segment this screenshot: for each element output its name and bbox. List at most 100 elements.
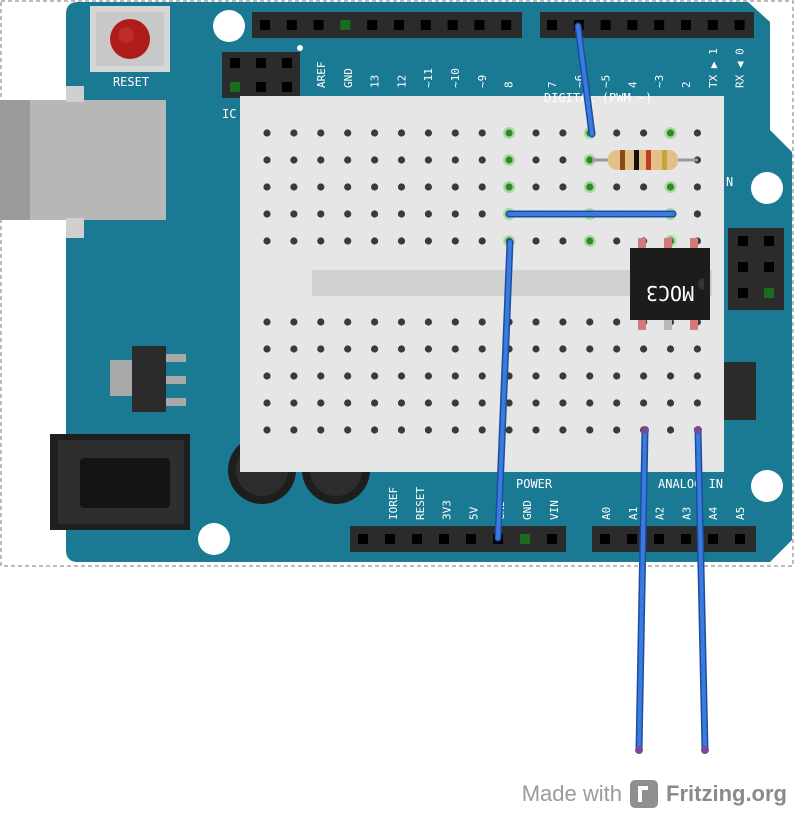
breadboard-hole <box>478 399 486 407</box>
breadboard-hole <box>344 372 352 380</box>
breadboard-hole <box>478 426 486 434</box>
header-pin <box>708 534 718 544</box>
breadboard-hole <box>317 156 325 164</box>
pin-label: 12 <box>395 75 408 88</box>
wire-end <box>635 746 643 754</box>
pin-label: 2 <box>680 81 693 88</box>
breadboard-hole <box>451 372 459 380</box>
breadboard-hole <box>344 237 352 245</box>
breadboard-hole <box>586 318 594 326</box>
usb-connector-shade <box>0 100 30 220</box>
breadboard-hole <box>263 426 271 434</box>
header-pin <box>681 20 691 30</box>
breadboard-hole <box>532 156 540 164</box>
breadboard-hole <box>451 399 459 407</box>
breadboard-hole <box>559 156 567 164</box>
breadboard-hole <box>505 183 513 191</box>
breadboard-hole <box>317 372 325 380</box>
breadboard-hole <box>371 237 379 245</box>
breadboard-hole <box>317 426 325 434</box>
pin-label: ~3 <box>653 75 666 88</box>
mounting-hole <box>751 172 783 204</box>
usb-tab <box>66 218 84 238</box>
breadboard-hole <box>290 237 298 245</box>
pin-label: GND <box>521 500 534 520</box>
breadboard-hole <box>397 372 406 380</box>
breadboard-hole <box>532 426 540 434</box>
reset-label: RESET <box>113 75 149 89</box>
breadboard-hole <box>693 129 702 137</box>
breadboard-hole <box>371 399 379 407</box>
reset-button[interactable] <box>90 6 170 72</box>
header-pin <box>412 534 422 544</box>
breadboard-hole <box>451 156 459 164</box>
breadboard-hole <box>613 318 621 326</box>
breadboard-hole <box>586 237 594 245</box>
breadboard-hole <box>478 318 486 326</box>
breadboard-hole <box>532 183 540 191</box>
breadboard-hole <box>451 210 459 218</box>
breadboard-hole <box>613 129 621 137</box>
breadboard-hole <box>344 183 352 191</box>
header-pin <box>627 20 638 30</box>
breadboard-hole <box>397 399 406 407</box>
breadboard-hole <box>613 426 621 434</box>
breadboard-hole <box>317 210 325 218</box>
breadboard-hole <box>263 372 271 380</box>
breadboard-hole <box>586 345 594 353</box>
header-pin <box>474 20 485 30</box>
breadboard-hole <box>532 372 540 380</box>
side-component <box>718 362 756 420</box>
header-pin <box>340 20 351 30</box>
breadboard-hole <box>290 372 298 380</box>
breadboard-hole <box>559 237 567 245</box>
wire <box>494 238 514 542</box>
breadboard-hole <box>424 129 432 137</box>
breadboard-hole <box>344 318 352 326</box>
pin-label: RX ◀ 0 <box>734 48 747 88</box>
analog-label: ANALOG IN <box>658 477 723 491</box>
breadboard-hole <box>424 210 432 218</box>
breadboard-hole <box>505 399 513 407</box>
breadboard-hole <box>371 210 379 218</box>
breadboard-hole <box>263 210 271 218</box>
breadboard-hole <box>693 399 702 407</box>
pin-label: ~5 <box>600 75 613 88</box>
breadboard-hole <box>397 426 406 434</box>
breadboard-hole <box>666 345 675 353</box>
breadboard-hole <box>478 129 486 137</box>
breadboard-hole <box>451 129 459 137</box>
breadboard-hole <box>290 399 298 407</box>
icsp-dot <box>297 45 303 51</box>
header-pin <box>501 20 512 30</box>
breadboard-hole <box>397 210 406 218</box>
breadboard-hole <box>263 129 271 137</box>
header-pin <box>367 20 378 30</box>
pin-label: 4 <box>626 81 639 88</box>
header-pin <box>681 534 691 544</box>
breadboard-hole <box>397 318 406 326</box>
breadboard-hole <box>559 183 567 191</box>
breadboard-hole <box>693 183 702 191</box>
breadboard-hole <box>586 183 594 191</box>
header-pin <box>439 534 449 544</box>
header-pin <box>654 20 665 30</box>
pin-label: RESET <box>414 487 427 520</box>
header-pin <box>447 20 458 30</box>
breadboard-hole <box>263 183 271 191</box>
breadboard-hole <box>424 345 432 353</box>
header-pin <box>707 20 718 30</box>
breadboard-hole <box>559 318 567 326</box>
pin-label: 7 <box>546 81 559 88</box>
header-pin <box>627 534 637 544</box>
header-pin <box>600 534 610 544</box>
breadboard-hole <box>397 345 406 353</box>
breadboard-hole <box>478 156 486 164</box>
breadboard-hole <box>424 237 432 245</box>
breadboard-hole <box>397 237 406 245</box>
breadboard-hole <box>693 210 702 218</box>
breadboard-hole <box>371 183 379 191</box>
header-pin <box>466 534 476 544</box>
breadboard-hole <box>640 399 648 407</box>
